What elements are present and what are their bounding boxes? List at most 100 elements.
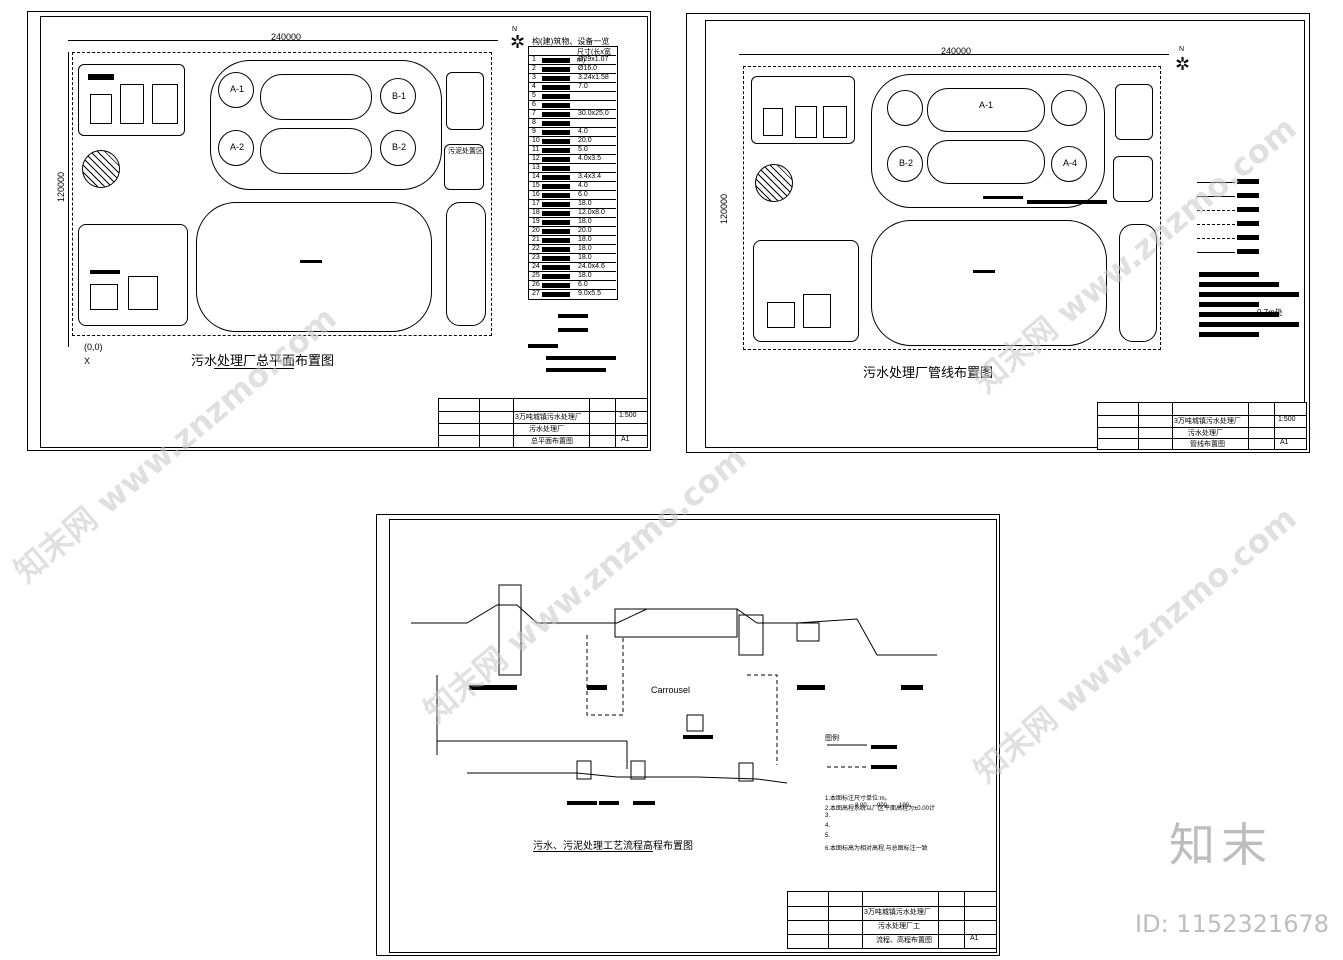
row-name-redacted	[542, 175, 570, 180]
row-name-redacted	[542, 247, 570, 252]
dim-width: 240000	[271, 32, 302, 42]
table-row: 23 18.0	[528, 253, 616, 263]
row-number: 12	[532, 155, 540, 162]
note-line: 4.	[825, 823, 831, 829]
title-block-1: 3万吨城镇污水处理厂 污水处理厂 总平面布置图 1:500 A1	[438, 398, 648, 448]
label-b1: B-1	[392, 91, 407, 101]
row-name-redacted	[542, 265, 570, 270]
table-row: 19 18.0	[528, 217, 616, 227]
office-block	[78, 64, 185, 136]
row-number: 25	[532, 272, 540, 279]
row-size: 18.0	[578, 200, 592, 207]
label-b2: B-2	[392, 142, 407, 152]
row-size: 18.0	[578, 218, 592, 225]
note-line: 5.	[825, 833, 831, 839]
row-size: 12.0x8.0	[578, 209, 605, 216]
note-line: 2.本图高程系统以厂区平面高程为±0.00计	[825, 806, 935, 812]
row-size: 5.0	[578, 146, 588, 153]
note-value: 100	[899, 803, 910, 809]
row-number: 10	[532, 137, 540, 144]
sheet-process-elevation: Carrousel 图例 污水、污泥处理工艺流程高程布置图 3万吨城镇污水处理厂…	[376, 514, 1000, 956]
row-name-redacted	[542, 103, 570, 108]
row-number: 23	[532, 254, 540, 261]
table-row: 5	[528, 91, 616, 101]
row-name-redacted	[542, 220, 570, 225]
row-size: 3.4x3.4	[578, 173, 601, 180]
watermark: 知末网 www.znzmo.com	[966, 498, 1304, 791]
row-size: 18.0	[578, 245, 592, 252]
table-row: 14 3.4x3.4	[528, 172, 616, 182]
note-line-redacted	[1199, 322, 1299, 327]
pond	[196, 202, 432, 332]
row-size: 18.0	[578, 272, 592, 279]
row-name-redacted	[542, 85, 570, 90]
process-area	[210, 60, 442, 190]
row-name-redacted	[542, 274, 570, 279]
note-value: 8.00	[855, 803, 867, 809]
row-number: 7	[532, 110, 536, 117]
row-name-redacted	[542, 256, 570, 261]
row-size: Ø29x1.07	[578, 56, 609, 63]
pipe-legend-label-redacted	[1237, 193, 1259, 198]
row-number: 6	[532, 101, 536, 108]
label-sludge: 污泥处置区	[448, 148, 483, 155]
row-size: 20.0	[578, 227, 592, 234]
row-number: 14	[532, 173, 540, 180]
row-name-redacted	[542, 94, 570, 99]
equipment-table: 尺寸(长x宽m)	[528, 46, 618, 300]
row-size: 20.0	[578, 137, 592, 144]
row-size: 18.0	[578, 254, 592, 261]
row-number: 9	[532, 128, 536, 135]
elevation-profile	[411, 584, 937, 784]
pipe-legend-line	[1197, 182, 1235, 183]
table-row: 22 18.0	[528, 244, 616, 254]
row-size: 4.0	[578, 182, 588, 189]
note-line: 1.本图标注尺寸单位:m。	[825, 796, 891, 802]
row-size: 6.0	[578, 281, 588, 288]
row-number: 13	[532, 164, 540, 171]
row-name-redacted	[542, 238, 570, 243]
title-block-3: 3万吨城镇污水处理厂 污水处理厂工 流程、高程布置图 A1	[787, 891, 997, 949]
table-row: 21 18.0	[528, 235, 616, 245]
pipe-legend-line	[1197, 196, 1235, 197]
table-row: 6	[528, 100, 616, 110]
row-size: 4.0	[578, 128, 588, 135]
row-number: 26	[532, 281, 540, 288]
row-name-redacted	[542, 184, 570, 189]
pipe-legend-label-redacted	[1237, 249, 1259, 254]
sheet-pipeline-plan: 240000 120000 A-1 B-2 A-4 0.7m处 ✲ N 污水处理…	[686, 13, 1310, 453]
row-number: 19	[532, 218, 540, 225]
row-size: 9.0x5.5	[578, 290, 601, 297]
label-a1: A-1	[230, 84, 245, 94]
note-line-redacted	[1199, 272, 1259, 277]
pipe-legend-label-redacted	[1237, 207, 1259, 212]
row-number: 15	[532, 182, 540, 189]
dim-height: 120000	[56, 171, 67, 203]
row-name-redacted	[542, 283, 570, 288]
row-number: 18	[532, 209, 540, 216]
row-name-redacted	[542, 193, 570, 198]
row-name-redacted	[542, 121, 570, 126]
row-name-redacted	[542, 130, 570, 135]
row-size: 6.0	[578, 191, 588, 198]
title-block-2: 3万吨城镇污水处理厂 污水处理厂 管线布置图 1:500 A1	[1097, 402, 1307, 450]
row-number: 22	[532, 245, 540, 252]
row-number: 5	[532, 92, 536, 99]
row-size: 18.0	[578, 236, 592, 243]
sheet-process-elevation-frame	[389, 519, 997, 953]
pipe-legend-line	[1197, 252, 1235, 253]
note-line: 6.本图标高为相对高程,与总图标注一致	[825, 846, 928, 852]
asset-id: ID: 1152321678	[1135, 910, 1329, 938]
row-size: Ø16.0	[578, 65, 598, 72]
row-number: 21	[532, 236, 540, 243]
